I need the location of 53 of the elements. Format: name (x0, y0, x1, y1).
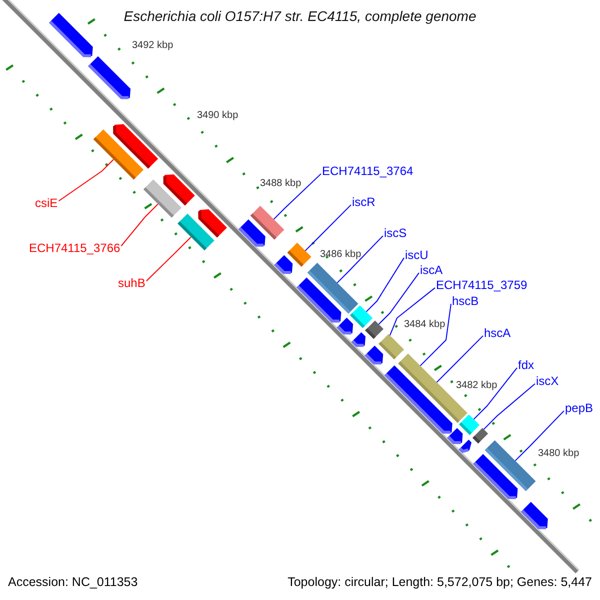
leader-line (146, 236, 192, 282)
leader-line (483, 383, 536, 430)
gene-label: pepB (565, 401, 594, 415)
leader-line (420, 303, 452, 366)
gene-block (296, 278, 342, 323)
scale-tick-label: 3484 kbp (404, 319, 446, 330)
gene-block (447, 428, 463, 444)
title: Escherichia coli O157:H7 str. EC4115, complete genome (124, 8, 476, 24)
scale-tick-label: 3482 kbp (456, 380, 498, 391)
gene-label: iscS (384, 226, 407, 240)
genome-summary-text: Topology: circular; Length: 5,572,075 bp; Genes: 5,447 (288, 575, 592, 589)
leader-line (436, 335, 484, 383)
gene-label: ECH74115_3764 (322, 164, 414, 178)
accession-text: Accession: NC_011353 (8, 575, 138, 589)
leader-line (389, 287, 436, 336)
gene-label: iscU (405, 248, 428, 262)
leader-line (514, 410, 564, 462)
gene-label: iscA (420, 263, 443, 277)
gene-label: fdx (518, 358, 534, 372)
leader-line (366, 257, 404, 312)
gene-label: iscR (352, 195, 376, 209)
leader-line (273, 173, 322, 220)
gene-label: iscX (536, 374, 559, 388)
scale-tick-label: 3490 kbp (197, 110, 238, 121)
leader-line (304, 204, 352, 252)
scale-tick-label: 3488 kbp (260, 178, 302, 189)
gene-block (384, 365, 452, 434)
gene-label: hscA (484, 326, 511, 340)
gene-label: suhB (118, 276, 146, 290)
gene-block (351, 332, 366, 347)
gene-block (49, 12, 93, 58)
gene-label: ECH74115_3766 (29, 241, 120, 255)
gene-bar (459, 414, 480, 435)
scale-tick-label: 3480 kbp (538, 448, 580, 459)
leader-line (378, 272, 420, 325)
leader-line (473, 367, 518, 420)
gene-block (274, 255, 293, 274)
gene-label: csiE (35, 196, 58, 210)
scale-tick-label: 3486 kbp (320, 249, 362, 260)
scale-tick-label: 3492 kbp (132, 40, 174, 51)
gene-label: ECH74115_3759 (436, 278, 528, 292)
gene-block (364, 346, 384, 364)
leader-line (120, 204, 158, 246)
gene-bar (472, 428, 488, 444)
leader-line (58, 159, 114, 202)
gene-block (473, 454, 518, 500)
leader-line (336, 235, 384, 284)
gene-block (88, 56, 131, 100)
gene-block (336, 318, 354, 334)
gene-block (458, 440, 472, 453)
gene-block (521, 502, 548, 530)
gene-bar (365, 320, 384, 339)
gene-label: hscB (452, 294, 479, 308)
